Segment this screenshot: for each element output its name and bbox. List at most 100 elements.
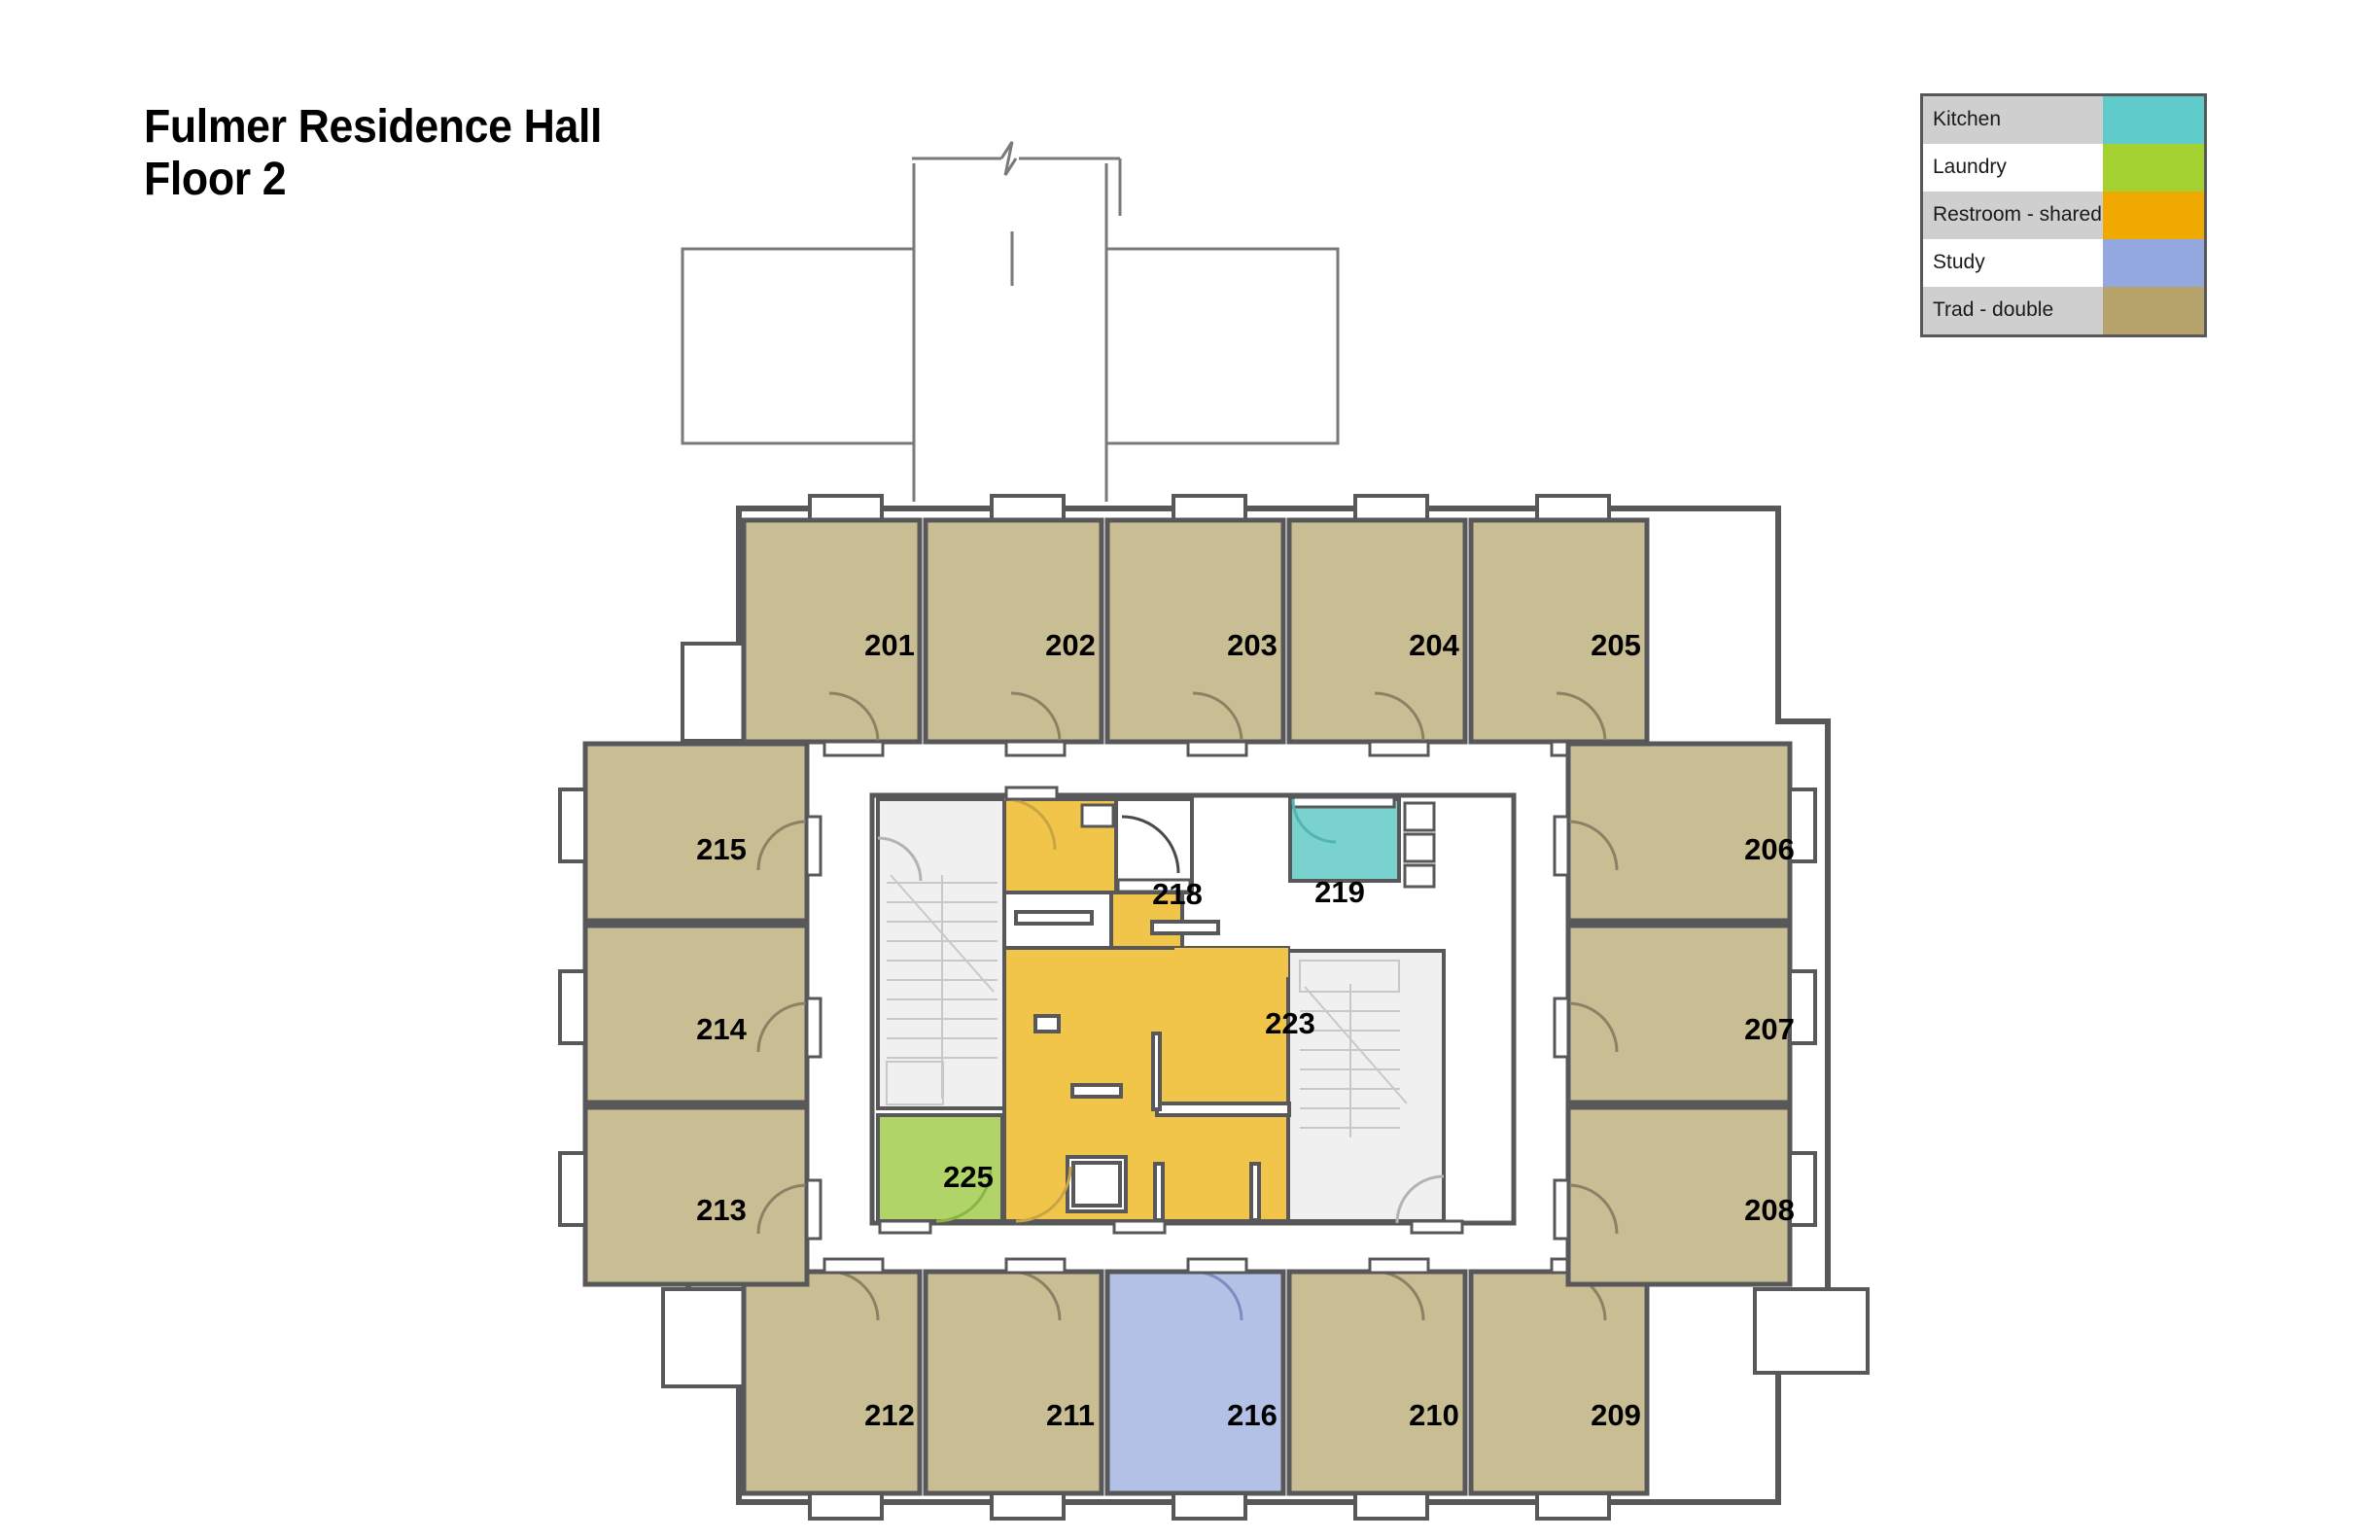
closet-219-top <box>1403 801 1436 832</box>
top-room-door-jambs <box>822 740 1612 757</box>
window-notch-206 <box>1788 788 1817 863</box>
stairwell-right-treads <box>1299 960 1408 1138</box>
stairwell-right-shape <box>1286 949 1446 1223</box>
door-arc-206 <box>1567 820 1619 871</box>
left-room-fills <box>582 741 810 1287</box>
door-jamb-204 <box>1368 740 1430 757</box>
room-label-207: 207 <box>1744 1012 1795 1046</box>
room-204-shape <box>1286 517 1468 745</box>
door-jamb-210 <box>1368 1257 1430 1275</box>
partition-223-e <box>1153 1162 1165 1222</box>
room-label-215: 215 <box>696 832 747 866</box>
top-room-fills <box>741 517 1650 745</box>
kitchen-counter-219 <box>1291 795 1396 809</box>
sink-fixture-223 <box>1033 1014 1061 1033</box>
partition-223-b <box>1150 920 1220 935</box>
partition-223-g <box>1066 1155 1128 1213</box>
building-envelope <box>685 506 1831 1505</box>
exterior-notches <box>661 642 1870 1388</box>
partition-223-h <box>1071 1161 1122 1208</box>
room-208-shape <box>1565 1104 1793 1287</box>
left-room-doors <box>756 820 808 1235</box>
notch-top-left <box>681 642 788 743</box>
window-notch-202 <box>990 494 1066 523</box>
core-sill-right <box>1410 1219 1464 1235</box>
door-arc-209 <box>1556 1270 1607 1321</box>
door-jamb-206 <box>1553 815 1570 877</box>
door-jamb-216 <box>1186 1257 1248 1275</box>
room-223-under-kitchen <box>1174 948 1288 977</box>
connector-right-block <box>1104 247 1340 445</box>
door-jamb-207 <box>1553 997 1570 1059</box>
legend-label-kitchen: Kitchen <box>1933 108 2002 131</box>
room-label-216: 216 <box>1227 1398 1278 1432</box>
room-label-208: 208 <box>1744 1193 1795 1227</box>
room-215-shape <box>582 741 810 924</box>
outer-wall-outline <box>685 506 1831 1505</box>
window-notch-215 <box>558 788 587 863</box>
window-notch-203 <box>1172 494 1247 523</box>
room-205-shape <box>1468 517 1650 745</box>
door-jamb-203 <box>1186 740 1248 757</box>
door-arc-225 <box>935 1166 993 1223</box>
break-symbol-icon <box>999 141 1018 176</box>
room-218-sill <box>1116 878 1192 893</box>
left-room-door-jambs <box>805 815 822 1241</box>
partition-223-d <box>1151 1032 1162 1111</box>
window-notch-204 <box>1353 494 1429 523</box>
door-arc-stairwell-right <box>1395 1174 1445 1224</box>
door-jamb-202 <box>1004 740 1067 757</box>
room-210-shape <box>1286 1269 1468 1496</box>
window-notch-213 <box>558 1151 587 1227</box>
legend-swatch-restroom-shared <box>2103 192 2204 239</box>
room-label-204: 204 <box>1409 628 1459 662</box>
page-title-line-2: Floor 2 <box>144 153 287 205</box>
room-label-223: 223 <box>1265 1006 1315 1040</box>
notch-bottom-left <box>661 1287 778 1388</box>
room-211-shape <box>923 1269 1104 1496</box>
door-arc-210 <box>1374 1270 1425 1321</box>
window-notch-211 <box>990 1491 1066 1521</box>
room-219-shape <box>1288 797 1401 883</box>
core-sill-center <box>1112 1219 1167 1235</box>
room-223-body <box>1002 946 1290 1223</box>
room-label-219: 219 <box>1314 875 1365 909</box>
legend-swatch-kitchen <box>2103 96 2204 144</box>
window-notch-209 <box>1535 1491 1611 1521</box>
notch-bottom-right <box>1753 1287 1870 1375</box>
door-jamb-213 <box>805 1178 822 1241</box>
door-arc-204 <box>1374 691 1425 743</box>
room-219-body <box>1288 797 1401 883</box>
room-label-209: 209 <box>1591 1398 1641 1432</box>
page-title: Fulmer Residence Hall Floor 2 <box>144 101 636 206</box>
room-block-right <box>1553 741 1817 1287</box>
door-jamb-214 <box>805 997 822 1059</box>
room-223-partitions <box>1014 910 1291 1222</box>
legend-swatch-trad-double <box>2103 287 2204 334</box>
room-225-shape <box>876 1113 1004 1223</box>
window-notch-205 <box>1535 494 1611 523</box>
room-209-shape <box>1468 1269 1650 1496</box>
room-label-205: 205 <box>1591 628 1641 662</box>
door-jamb-215 <box>805 815 822 877</box>
central-core <box>869 786 1517 1235</box>
room-212-shape <box>741 1269 923 1496</box>
window-notch-207 <box>1788 969 1817 1045</box>
room-218-shape <box>1114 797 1194 894</box>
legend-row-restroom-shared: Restroom - shared <box>1923 192 2204 239</box>
door-arc-215 <box>756 820 808 871</box>
legend-label-trad-double: Trad - double <box>1933 298 2054 322</box>
window-notch-214 <box>558 969 587 1045</box>
legend-row-study: Study <box>1923 239 2204 287</box>
room-216-shape <box>1104 1269 1286 1496</box>
legend-label-study: Study <box>1933 251 1985 274</box>
room-214-shape <box>582 923 810 1105</box>
room-label-210: 210 <box>1409 1398 1459 1432</box>
door-jamb-212 <box>822 1257 885 1275</box>
room-label-203: 203 <box>1227 628 1278 662</box>
window-notch-210 <box>1353 1491 1429 1521</box>
room-block-left <box>558 741 822 1287</box>
door-arc-219 <box>1291 798 1337 844</box>
door-arc-stairwell-left <box>877 836 923 882</box>
